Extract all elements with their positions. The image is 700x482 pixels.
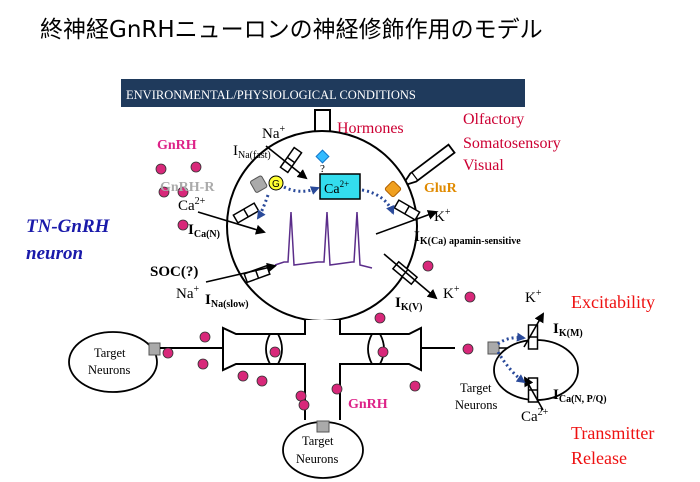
transmitter-label: Transmitter (571, 423, 654, 443)
na-fast-arrow (265, 145, 308, 180)
km-ion: K+ (525, 288, 542, 306)
na-slow-ion: Na+ (176, 284, 200, 302)
firing-trace (274, 211, 373, 269)
ca-n-channel (232, 202, 260, 224)
process-varicosity-left (265, 333, 271, 365)
na-fast-ion: Na+ (262, 124, 286, 142)
g-protein-icon (268, 175, 284, 191)
ca-np-arrow (524, 376, 544, 411)
bottom-terminal-receptor (316, 420, 330, 433)
kca-ion: K+ (434, 207, 451, 225)
gnrh-dot (462, 343, 474, 355)
i-ca-np-label: ICa(N, P/Q) (553, 387, 607, 405)
gnrh-dot (377, 346, 389, 358)
process-varicosity-left-2 (277, 333, 283, 365)
question-mark: ? (320, 163, 325, 175)
kca-channel (393, 199, 421, 221)
gnrh-dot (158, 186, 170, 198)
gnrh-dot (464, 291, 476, 303)
target-neuron-left (68, 331, 158, 393)
kca-arrow (375, 210, 438, 235)
sensory-input-arrow (399, 143, 456, 188)
glur-label: GluR (424, 181, 458, 196)
page-title: 終神経GnRHニューロンの神経修飾作用のモデル (40, 17, 543, 43)
target-neurons-left-1: Target (94, 346, 126, 360)
gnrh-r-label: GnRH-R (160, 180, 215, 195)
i-km-label: IK(M) (553, 321, 583, 339)
kv-arrow (383, 253, 438, 300)
hormones-label: Hormones (337, 120, 404, 137)
target-neurons-right-1: Target (460, 381, 492, 395)
right-terminal-receptor (487, 341, 500, 355)
na-slow-arrow (205, 262, 277, 283)
gnrh-dot (409, 380, 421, 392)
excitability-label: Excitability (571, 292, 655, 312)
gnrh-dot (197, 358, 209, 370)
km-arrow (523, 312, 544, 348)
neuron-name-line2: neuron (26, 243, 83, 264)
na-fast-channel (279, 146, 303, 174)
target-neurons-bottom-1: Target (302, 434, 334, 448)
i-kv-label: IK(V) (395, 295, 423, 313)
gnrh-dot (295, 390, 307, 402)
gnrh-label-top: GnRH (157, 138, 197, 153)
gnrh-signal-arrow (256, 194, 270, 220)
environment-banner (121, 79, 525, 107)
gnrh-dot (256, 375, 268, 387)
target-neurons-right-2: Neurons (455, 398, 497, 412)
target-neurons-bottom-2: Neurons (296, 452, 338, 466)
glur-receptor (384, 180, 402, 198)
gnrh-dot (199, 331, 211, 343)
kv-ion: K+ (443, 284, 460, 302)
neuron-name-line1: TN-GnRH (26, 216, 111, 237)
i-na-slow-label: INa(slow) (205, 292, 249, 310)
visual-label: Visual (463, 157, 504, 174)
intracellular-ca-label: Ca2+ (324, 179, 349, 197)
axon-process (222, 320, 422, 420)
somatosensory-label: Somatosensory (463, 135, 561, 152)
left-terminal-receptor (148, 342, 161, 356)
gnrh-dot (331, 383, 343, 395)
ca-n-arrow (197, 211, 266, 235)
gnrh-dot (177, 219, 189, 231)
gnrh-dot (422, 260, 434, 272)
intracellular-ca-box (319, 173, 361, 200)
gnrh-dot (190, 161, 202, 173)
olfactory-label: Olfactory (463, 111, 524, 128)
g-to-ca-arrow (283, 185, 320, 195)
gnrh-dot (155, 163, 167, 175)
gnrh-dot (298, 399, 310, 411)
gnrh-dot (374, 312, 386, 324)
right-signal-arrow-down (496, 351, 526, 384)
g-protein-label: G (272, 179, 280, 190)
environment-banner-text: ENVIRONMENTAL/PHYSIOLOGICAL CONDITIONS (126, 88, 416, 102)
gnrh-dot (177, 186, 189, 198)
ca-to-kca-arrow (361, 188, 395, 215)
release-label: Release (571, 448, 627, 468)
ca-n-ion: Ca2+ (178, 196, 206, 214)
gnrh-receptor (250, 175, 268, 193)
i-na-fast-label: INa(fast) (233, 143, 271, 161)
soc-label: SOC(?) (150, 264, 198, 280)
hormone-receptor (315, 149, 330, 164)
gnrh-dot (162, 347, 174, 359)
gnrh-label-bottom: GnRH (348, 397, 388, 412)
i-kca-label: IK(Ca) apamin-sensitive (414, 229, 521, 247)
gnrh-dot (237, 370, 249, 382)
gnrh-dot (269, 346, 281, 358)
process-varicosity-right (367, 333, 373, 365)
i-ca-n-label: ICa(N) (188, 222, 220, 240)
target-neurons-left-2: Neurons (88, 363, 130, 377)
ca-np-ion: Ca2+ (521, 407, 549, 425)
